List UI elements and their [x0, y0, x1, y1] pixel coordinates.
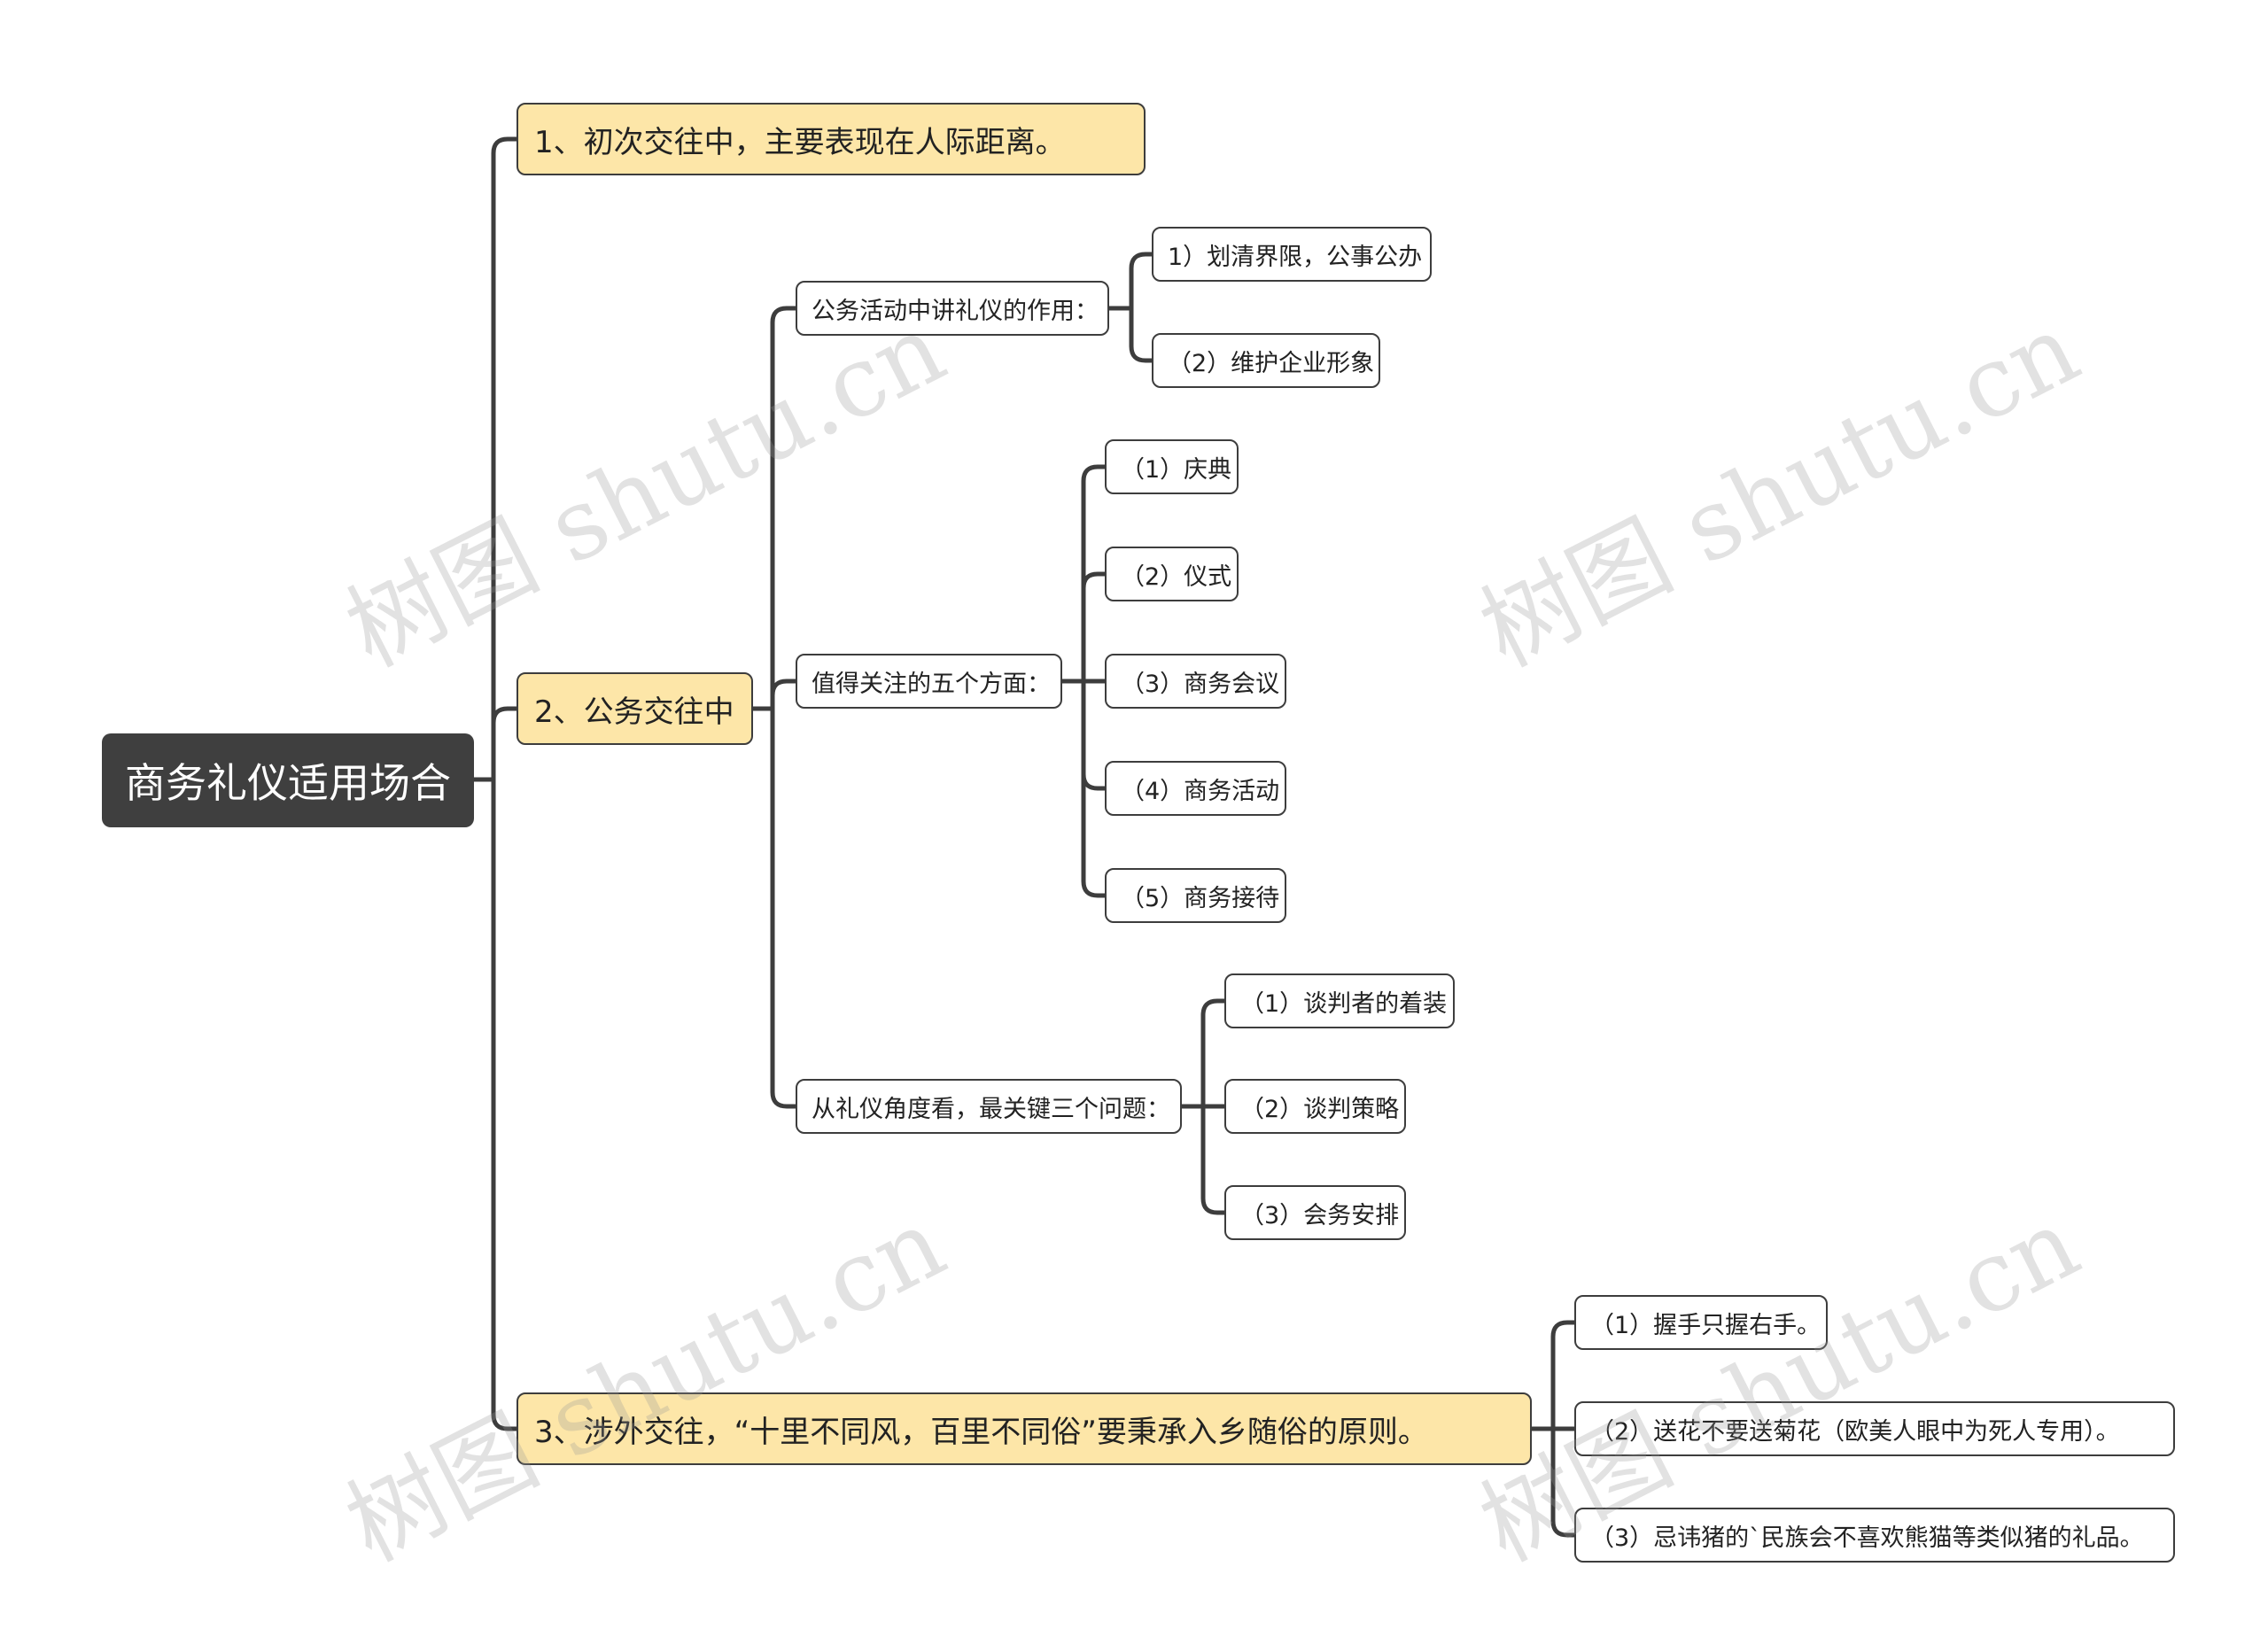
connector-s3-leaf-3	[1200, 1104, 1227, 1215]
leaf-label: （4）商务活动	[1121, 777, 1280, 805]
leaf-label: （1）庆典	[1121, 455, 1232, 484]
connector-s2-leaf-4	[1081, 679, 1107, 791]
leaf-label: （5）商务接待	[1121, 884, 1280, 912]
connector-branch-1	[491, 136, 519, 782]
connector-s1-leaf-1	[1129, 252, 1154, 311]
leaf-item[interactable]: （5）商务接待	[1105, 868, 1286, 923]
sub-label: 值得关注的五个方面：	[812, 670, 1051, 698]
leaf-label: （2）送花不要送菊花（欧美人眼中为死人专用）。	[1590, 1417, 2120, 1446]
leaf-item[interactable]: （4）商务活动	[1105, 761, 1286, 816]
root-topic[interactable]: 商务礼仪适用场合	[102, 733, 474, 827]
leaf-item[interactable]: （2）谈判策略	[1224, 1079, 1406, 1134]
sub-label: 公务活动中讲礼仪的作用：	[812, 297, 1099, 325]
branch-label: 3、涉外交往，“十里不同风，百里不同俗”要秉承入乡随俗的原则。	[534, 1414, 1428, 1450]
sub-etiquette-role[interactable]: 公务活动中讲礼仪的作用：	[796, 281, 1109, 336]
connector-s2-leaf-1	[1081, 464, 1107, 684]
sub-five-aspects[interactable]: 值得关注的五个方面：	[796, 654, 1062, 709]
branch-official-contact[interactable]: 2、公务交往中	[517, 672, 753, 745]
sub-three-key-issues[interactable]: 从礼仪角度看，最关键三个问题：	[796, 1079, 1182, 1134]
leaf-item[interactable]: 1）划清界限，公事公办	[1152, 227, 1432, 282]
leaf-item[interactable]: （1）庆典	[1105, 439, 1239, 494]
sub-label: 从礼仪角度看，最关键三个问题：	[812, 1095, 1170, 1123]
connector-branch-3	[491, 777, 519, 1431]
leaf-label: （3）会务安排	[1240, 1201, 1400, 1229]
connector-b3-leaf-3	[1550, 1426, 1577, 1538]
connector-sub-3	[770, 706, 798, 1109]
branch-label: 2、公务交往中	[534, 694, 734, 730]
connector-sub-2	[770, 679, 798, 711]
leaf-label: （3）忌讳猪的`民族会不喜欢熊猫等类似猪的礼品。	[1590, 1524, 2144, 1552]
leaf-label: （1）握手只握右手。	[1590, 1311, 1821, 1339]
branch-foreign-contact[interactable]: 3、涉外交往，“十里不同风，百里不同俗”要秉承入乡随俗的原则。	[517, 1392, 1532, 1465]
leaf-item[interactable]: （2）送花不要送菊花（欧美人眼中为死人专用）。	[1574, 1401, 2175, 1456]
leaf-label: （2）仪式	[1121, 562, 1232, 591]
branch-first-contact[interactable]: 1、初次交往中，主要表现在人际距离。	[517, 103, 1146, 175]
branch-label: 1、初次交往中，主要表现在人际距离。	[534, 124, 1066, 160]
leaf-label: （3）商务会议	[1121, 670, 1280, 698]
leaf-item[interactable]: （3）会务安排	[1224, 1185, 1406, 1240]
root-topic-label: 商务礼仪适用场合	[125, 759, 451, 807]
leaf-label: 1）划清界限，公事公办	[1168, 243, 1423, 271]
connector-s1-leaf-2	[1129, 306, 1154, 363]
connector-s3-leaf-1	[1200, 998, 1227, 1109]
leaf-label: （2）谈判策略	[1240, 1095, 1400, 1123]
leaf-item[interactable]: （2）仪式	[1105, 547, 1239, 601]
leaf-label: （1）谈判者的着装	[1240, 989, 1448, 1018]
leaf-item[interactable]: （1）谈判者的着装	[1224, 973, 1455, 1028]
leaf-item[interactable]: （3）商务会议	[1105, 654, 1286, 709]
connector-s2-leaf-5	[1081, 679, 1107, 898]
connector-branch-2	[491, 706, 519, 782]
leaf-item[interactable]: （2）维护企业形象	[1152, 333, 1380, 388]
connector-b3-leaf-1	[1550, 1320, 1577, 1431]
connector-s2-leaf-2	[1081, 571, 1107, 684]
connector-sub-1	[770, 306, 798, 711]
leaf-item[interactable]: （3）忌讳猪的`民族会不喜欢熊猫等类似猪的礼品。	[1574, 1508, 2175, 1563]
leaf-item[interactable]: （1）握手只握右手。	[1574, 1295, 1828, 1350]
leaf-label: （2）维护企业形象	[1168, 349, 1375, 377]
